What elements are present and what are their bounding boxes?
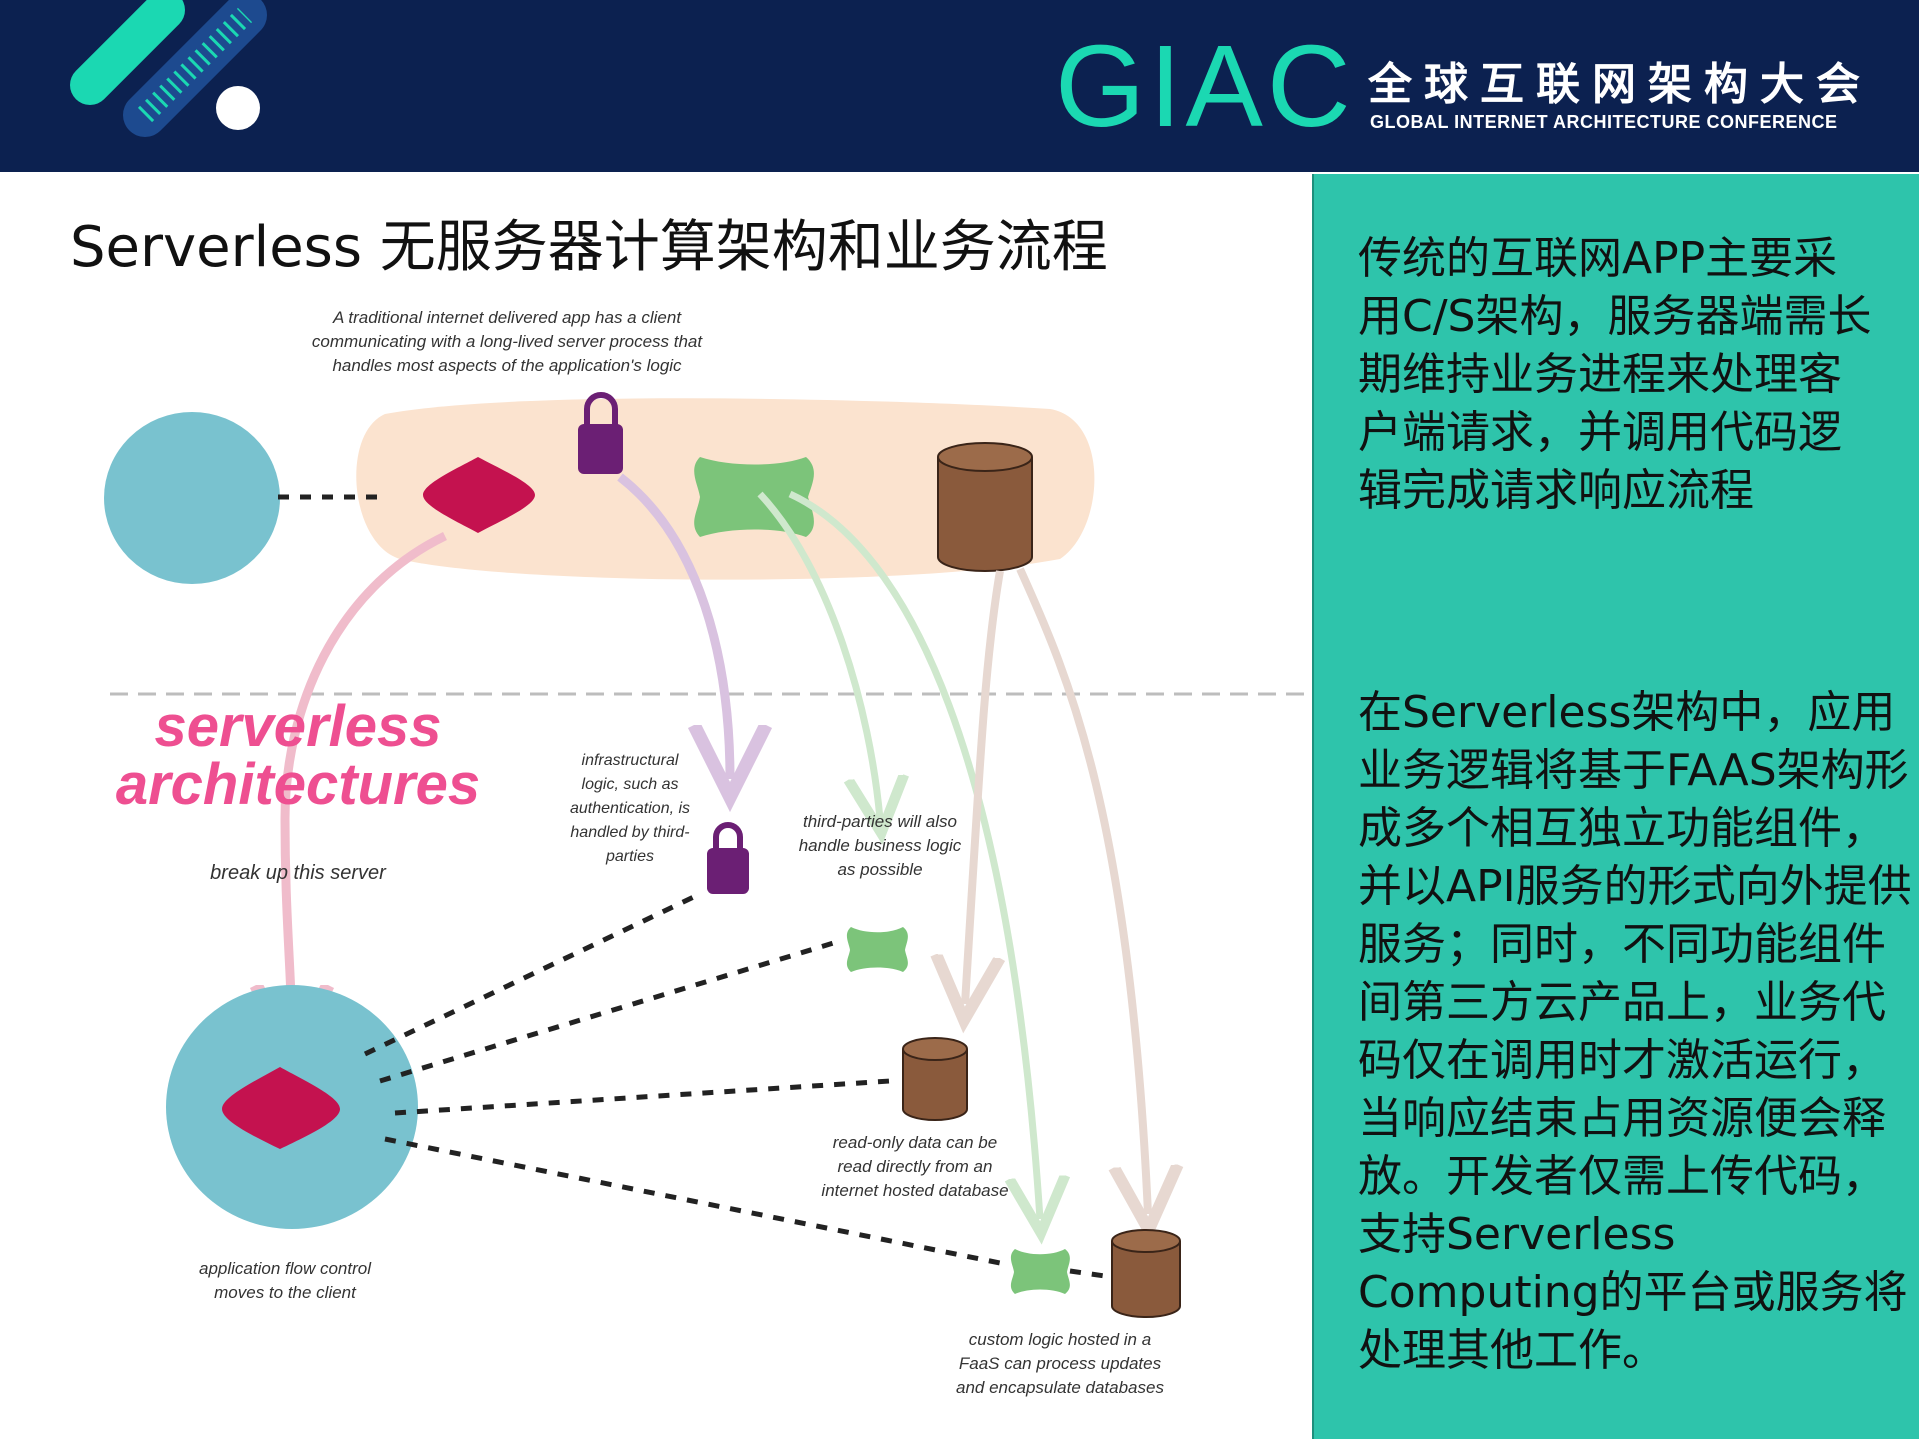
faas-note-line3: and encapsulate databases — [956, 1378, 1164, 1397]
traditional-client-circle — [104, 412, 280, 584]
auth-note-line1: infrastructural — [582, 752, 679, 769]
traditional-architecture-paragraph: 传统的互联网APP主要采用C/S架构，服务器端需长期维持业务进程来处理客户端请求… — [1358, 233, 1872, 516]
db-to-readonly-arrow — [965, 570, 1000, 1004]
auth-to-thirdparty-arrow — [617, 473, 730, 779]
brand-stripes-logo — [70, 0, 267, 137]
readonly-note-line3: internet hosted database — [821, 1181, 1008, 1200]
traditional-app-caption-line1: A traditional internet delivered app has… — [332, 308, 682, 327]
logic-to-business-arrow — [757, 491, 880, 819]
traditional-app-caption-line2: communicating with a long-lived server p… — [312, 332, 704, 351]
app-logic-diamond — [423, 457, 535, 533]
client-to-auth-link — [363, 891, 702, 1057]
serverless-heading-line2: architectures — [116, 752, 480, 817]
faas-to-db-link — [1069, 1268, 1106, 1279]
faas-note-line2: FaaS can process updates — [959, 1354, 1162, 1373]
client-to-business-link — [379, 938, 841, 1084]
client-logic-diamond — [222, 1067, 340, 1149]
readonly-database-icon — [902, 1037, 968, 1121]
conference-name-en: GLOBAL INTERNET ARCHITECTURE CONFERENCE — [1370, 112, 1838, 132]
business-note-line3: as possible — [837, 860, 922, 879]
auth-note-line2: logic, such as — [582, 776, 679, 793]
giac-logo-text: GIAC — [1055, 21, 1355, 151]
faas-database-icon — [1111, 1229, 1181, 1318]
client-note-line1: application flow control — [199, 1259, 372, 1278]
serverless-heading-line1: serverless — [154, 694, 441, 759]
auth-lock-icon — [578, 392, 623, 474]
readonly-note-line1: read-only data can be — [833, 1133, 997, 1152]
conference-header: GIAC 全球互联网架构大会 GLOBAL INTERNET ARCHITECT… — [0, 0, 1919, 172]
client-to-faas-link — [384, 1136, 1006, 1267]
client-to-readonly-db-link — [394, 1078, 891, 1116]
auth-note-line3: authentication, is — [570, 800, 690, 817]
break-up-server-label: break up this server — [210, 862, 387, 884]
readonly-note-line2: read directly from an — [838, 1157, 993, 1176]
auth-note-line4: handled by third- — [570, 824, 689, 841]
conference-name-cn: 全球互联网架构大会 — [1368, 59, 1872, 110]
db-to-faas-db-arrow — [1016, 567, 1148, 1214]
explanation-sidebar: 传统的互联网APP主要采用C/S架构，服务器端需长期维持业务进程来处理客户端请求… — [1312, 174, 1919, 1439]
logic-to-faas-arrow — [788, 490, 1040, 1219]
faas-note-line1: custom logic hosted in a — [969, 1330, 1151, 1349]
thirdparty-business-blob — [846, 927, 908, 972]
slide-title: Serverless 无服务器计算架构和业务流程 — [70, 215, 1108, 280]
business-note-line2: handle business logic — [799, 836, 962, 855]
faas-logic-blob — [1010, 1249, 1070, 1294]
traditional-app-caption-line3: handles most aspects of the application'… — [332, 356, 682, 375]
serverless-architecture-paragraph: 在Serverless架构中，应用业务逻辑将基于FAAS架构形成多个相互独立功能… — [1358, 687, 1912, 1376]
auth-note-line5: parties — [605, 848, 654, 865]
serverless-architecture-diagram: A traditional internet delivered app has… — [104, 308, 1310, 1397]
business-logic-blob — [694, 457, 814, 537]
database-cylinder-icon — [937, 442, 1033, 572]
logic-to-client-arrow — [285, 531, 447, 1039]
client-note-line2: moves to the client — [214, 1283, 357, 1302]
business-note-line1: third-parties will also — [803, 812, 957, 831]
thirdparty-auth-lock-icon — [707, 822, 749, 894]
